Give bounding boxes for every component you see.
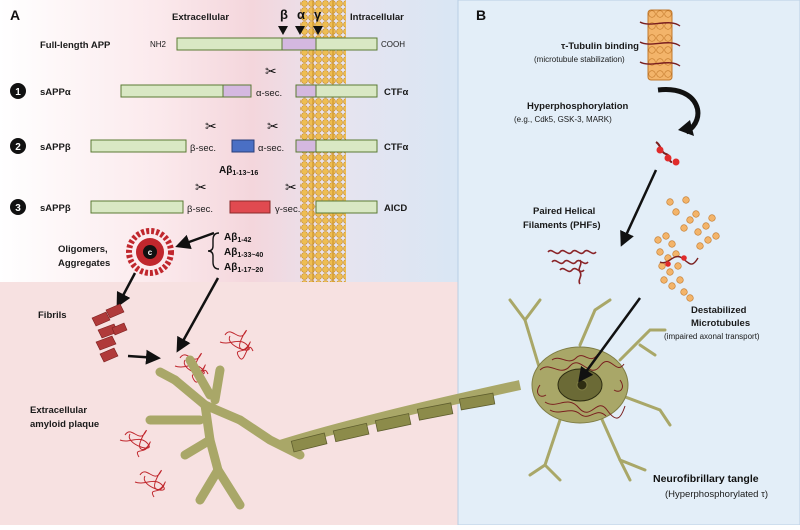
- plaque-label-line1: Extracellular: [30, 405, 87, 416]
- nft-sub: (Hyperphosphorylated τ): [665, 489, 768, 500]
- destabilized-title2: Microtubules: [691, 318, 750, 329]
- panel-a-arrows: [116, 231, 220, 365]
- scissors-icon: ✂: [205, 118, 217, 134]
- destabilized-sub: (impaired axonal transport): [664, 332, 760, 341]
- hyperphosphorylation-sub: (e.g., Cdk5, GSK-3, MARK): [514, 115, 612, 124]
- row2-right-label: CTFα: [384, 142, 408, 153]
- destabilized-title1: Destabilized: [691, 305, 747, 316]
- row3-number-badge: [10, 199, 26, 215]
- oligomer-aggregate: c: [126, 228, 174, 276]
- phospho-tau: [655, 141, 680, 166]
- abeta-item-1: Aβ1-42: [224, 232, 251, 244]
- scissors-icon: ✂: [265, 63, 277, 79]
- row2-cut-left-label: β-sec.: [190, 143, 216, 154]
- abeta-item-2: Aβ1-33~40: [224, 247, 263, 259]
- row1-right-label: CTFα: [384, 87, 408, 98]
- full-length-app-bar: [176, 37, 378, 51]
- row2-fragment-left: [90, 139, 187, 153]
- row1-cut-label: α-sec.: [256, 88, 282, 99]
- beta-marker: β: [280, 7, 288, 22]
- amyloid-plaque-deposits: [119, 330, 254, 498]
- alpha-marker: α: [297, 7, 305, 22]
- oligomer-core-label: c: [148, 248, 153, 257]
- microtubule: [639, 9, 681, 81]
- panel-a-letter: A: [10, 7, 20, 23]
- row2-fragment-right: [295, 139, 378, 153]
- cooh-label: COOH: [381, 40, 405, 49]
- tubulin-binding-title: τ-Tubulin binding: [561, 41, 639, 52]
- row1-number: 1: [15, 87, 21, 98]
- destabilized-microtubule: [654, 196, 720, 302]
- gamma-marker: γ: [314, 7, 322, 22]
- panel-b-letter: B: [476, 7, 486, 23]
- row2-number-badge: [10, 138, 26, 154]
- nft-title: Neurofibrillary tangle: [653, 473, 759, 485]
- row2-cut-right-label: α-sec.: [258, 143, 284, 154]
- abeta-item-3: Aβ1-17~20: [224, 262, 263, 274]
- row1-fragment-left: [120, 84, 252, 98]
- row2-number: 2: [15, 142, 21, 153]
- oligomers-label-line2: Aggregates: [58, 258, 110, 269]
- panel-b-bg: [457, 0, 800, 526]
- row3-right-label: AICD: [384, 203, 407, 214]
- paired-helical-filaments: [547, 249, 597, 285]
- row3-fragment-left: [90, 200, 184, 214]
- scissors-icon: ✂: [195, 179, 207, 195]
- row2-abeta-fragment: [231, 139, 255, 153]
- fibrils-label: Fibrils: [38, 310, 67, 321]
- row3-left-label: sAPPβ: [40, 203, 71, 214]
- row1-number-badge: [10, 83, 26, 99]
- hyperphosphorylation-title: Hyperphosphorylation: [527, 101, 629, 112]
- row2-abeta-label: Aβ1-13~16: [219, 165, 258, 177]
- row3-cut-right-label: γ-sec.: [275, 204, 300, 215]
- tubulin-binding-sub: (microtubule stabilization): [534, 55, 625, 64]
- row3-cut-left-label: β-sec.: [187, 204, 213, 215]
- curved-arrow-head: [678, 120, 694, 136]
- phf-label-line2: Filaments (PHFs): [523, 220, 601, 231]
- row2-left-label: sAPPβ: [40, 142, 71, 153]
- row3-abeta-fragment: [229, 200, 271, 214]
- plaque-label-line2: amyloid plaque: [30, 419, 99, 430]
- row1-fragment-right: [295, 84, 378, 98]
- full-length-app-label: Full-length APP: [40, 40, 111, 51]
- row1-left-label: sAPPα: [40, 87, 71, 98]
- scissors-icon: ✂: [285, 179, 297, 195]
- row3-fragment-right: [315, 200, 378, 214]
- cleavage-triangles: [278, 26, 323, 35]
- curved-arrow: [657, 87, 701, 135]
- fibril-bundle: [91, 303, 128, 363]
- nh2-label: NH2: [150, 40, 167, 49]
- panel-b-arrows: [578, 169, 658, 383]
- extracellular-header: Extracellular: [172, 12, 229, 23]
- phf-label-line1: Paired Helical: [533, 206, 595, 217]
- intracellular-header: Intracellular: [350, 12, 404, 23]
- scissors-icon: ✂: [267, 118, 279, 134]
- row3-number: 3: [15, 203, 21, 214]
- oligomers-label-line1: Oligomers,: [58, 244, 108, 255]
- abeta-brace: [207, 232, 220, 270]
